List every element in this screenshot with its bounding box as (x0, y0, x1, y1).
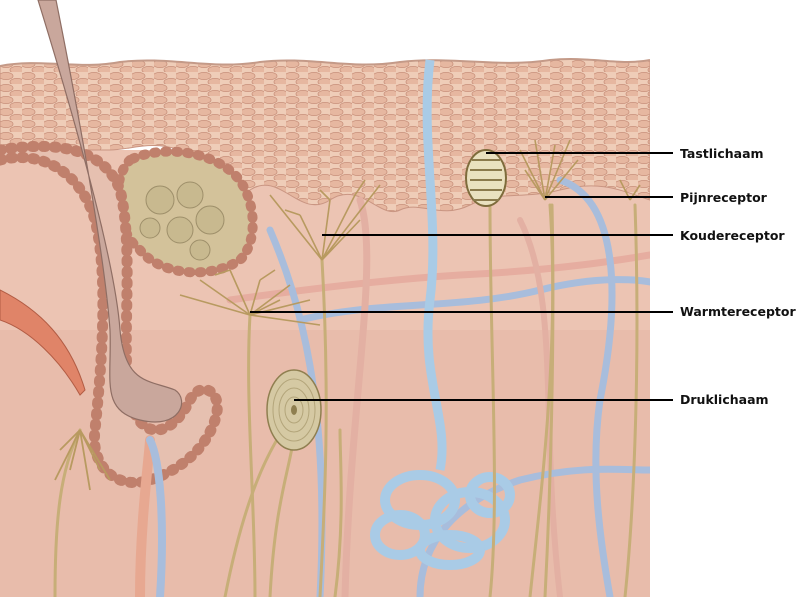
label-koudereceptor: Koudereceptor (680, 228, 785, 243)
cold-receptor-branches (269, 179, 381, 261)
label-warmtereceptor: Warmtereceptor (680, 304, 796, 319)
sweat-duct (422, 59, 447, 471)
sebaceous-gland (112, 146, 258, 278)
pressure-corpuscle (266, 369, 322, 451)
arrector-muscle (0, 289, 86, 396)
leader-lines (250, 152, 673, 401)
warm-receptor-branches (179, 269, 321, 326)
pain-receptor-branches (519, 139, 641, 201)
label-pijnreceptor: Pijnreceptor (680, 190, 767, 205)
sweat-gland (370, 470, 515, 570)
follicle-nerve-ending (54, 429, 111, 491)
skin-surface (0, 58, 650, 67)
label-tastlichaam: Tastlichaam (680, 146, 764, 161)
hair-shaft (37, 0, 183, 423)
touch-corpuscle (465, 149, 507, 207)
label-druklichaam: Druklichaam (680, 392, 769, 407)
blood-vessels (135, 176, 650, 597)
